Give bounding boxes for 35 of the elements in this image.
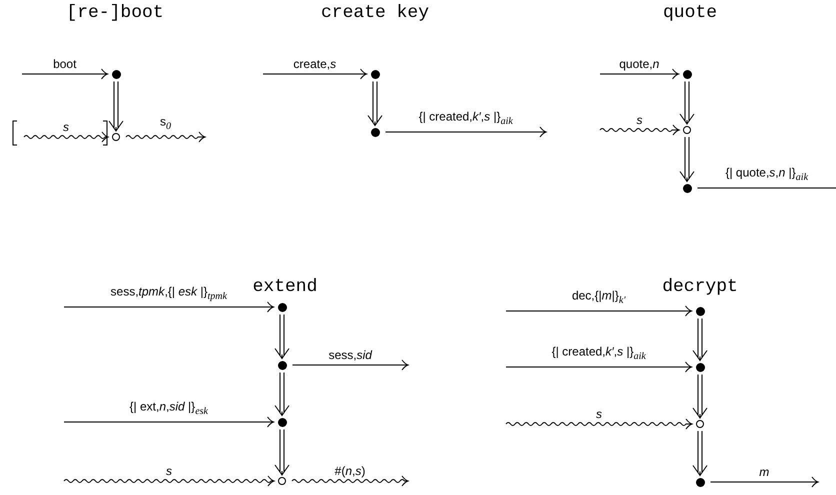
state-circle bbox=[278, 477, 286, 485]
event-dot bbox=[112, 70, 120, 78]
panel-title: create key bbox=[320, 3, 430, 23]
edge-label: boot bbox=[52, 57, 78, 71]
event-dot bbox=[696, 478, 704, 486]
edge-label: quote,n bbox=[618, 57, 660, 71]
double-arrow bbox=[108, 81, 124, 132]
double-arrow bbox=[274, 372, 290, 416]
panel-title: decrypt bbox=[662, 277, 738, 297]
panel-title: quote bbox=[663, 3, 717, 23]
event-dot bbox=[278, 360, 286, 370]
state-circle bbox=[696, 420, 704, 428]
double-arrow bbox=[680, 136, 694, 182]
double-arrow bbox=[680, 81, 694, 124]
double-arrow bbox=[692, 430, 708, 476]
state-circle bbox=[683, 126, 691, 134]
event-dot bbox=[370, 128, 380, 136]
edge-label: sess,sid bbox=[328, 348, 373, 362]
event-dot bbox=[682, 70, 692, 78]
event-dot bbox=[370, 70, 380, 78]
event-dot bbox=[682, 184, 692, 192]
state-circle bbox=[112, 133, 120, 141]
edge-label: create,s bbox=[292, 57, 338, 71]
event-dot bbox=[696, 306, 704, 316]
event-dot bbox=[696, 362, 704, 372]
double-arrow bbox=[692, 374, 708, 418]
event-dot bbox=[278, 302, 286, 312]
event-dot bbox=[278, 418, 286, 426]
double-arrow bbox=[368, 81, 382, 126]
double-arrow bbox=[692, 318, 708, 361]
double-arrow bbox=[274, 314, 290, 359]
panel-title: [re-]boot bbox=[66, 3, 164, 23]
edge-label: sess,tpmk,{| esk |}$_{tpmk}$ bbox=[110, 284, 228, 304]
panel-title: extend bbox=[252, 277, 318, 297]
edge-label: #(n,s) bbox=[334, 464, 366, 478]
